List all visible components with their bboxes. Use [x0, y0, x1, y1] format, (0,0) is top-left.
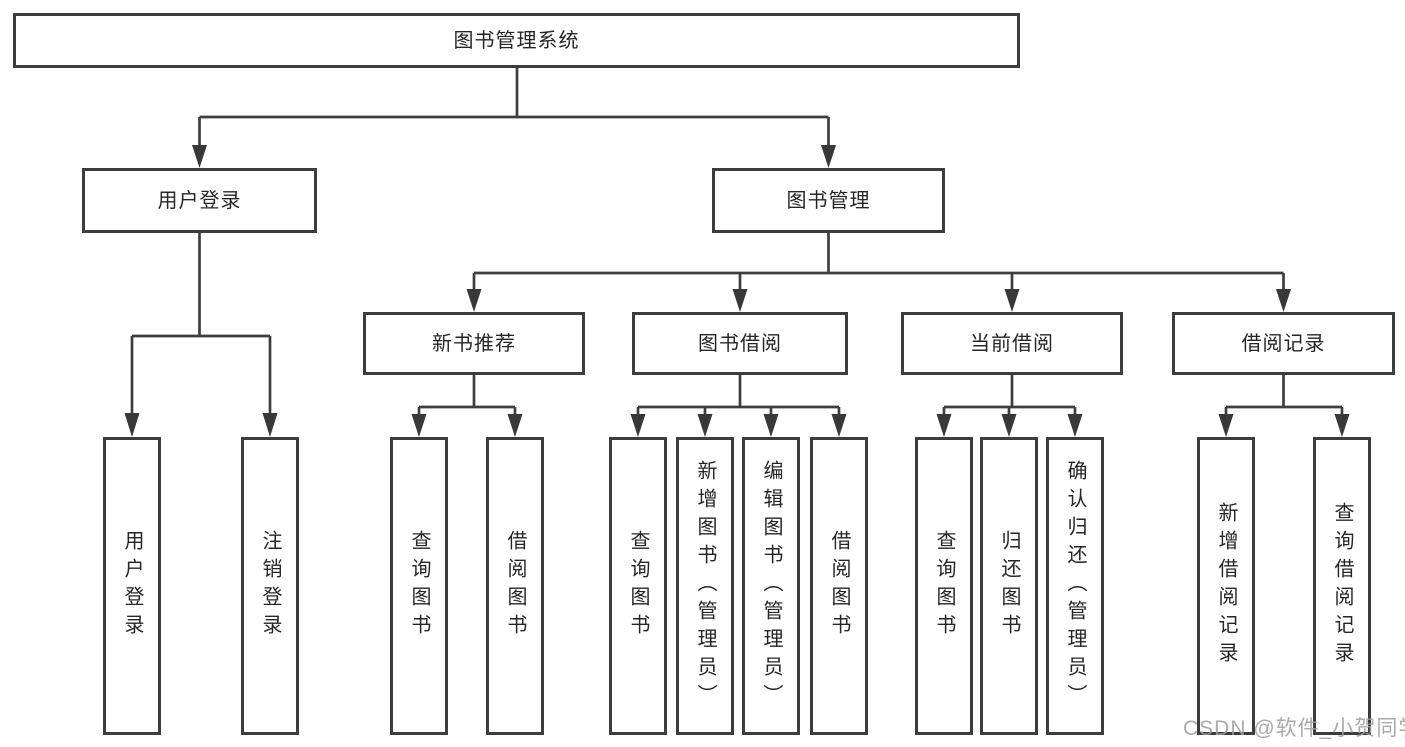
node-book-management: 图书管理 [712, 168, 945, 233]
node-new-book-recommendation: 新书推荐 [363, 312, 585, 375]
leaf-user-login: 用户登录 [103, 437, 161, 735]
connector-book-management-children [466, 233, 1291, 312]
leaf-query-books-recommendation: 查询图书 [390, 437, 448, 735]
leaf-return-books: 归还图书 [980, 437, 1038, 735]
connector-root-to-level2 [192, 68, 836, 168]
node-library-management-system: 图书管理系统 [13, 13, 1020, 68]
leaf-label: 新增图书（管理员） [694, 460, 716, 712]
node-label: 图书管理 [786, 189, 871, 212]
node-book-borrowing: 图书借阅 [632, 312, 848, 375]
leaf-query-books-borrowing: 查询图书 [609, 437, 667, 735]
leaf-borrow-books-recommendation: 借阅图书 [486, 437, 544, 735]
node-label: 用户登录 [157, 189, 242, 212]
leaf-label: 注销登录 [259, 530, 281, 642]
leaf-label: 查询图书 [627, 530, 649, 642]
node-label: 当前借阅 [970, 332, 1054, 355]
connector-recommendation-children [411, 375, 523, 437]
leaf-add-books-admin: 新增图书（管理员） [676, 437, 734, 735]
leaf-edit-books-admin: 编辑图书（管理员） [742, 437, 800, 735]
leaf-label: 查询图书 [408, 530, 430, 642]
connector-current-borrowing-children [936, 375, 1083, 437]
leaf-label: 查询借阅记录 [1331, 502, 1353, 670]
csdn-watermark: CSDN @软件_小贺同学 [1183, 717, 1405, 740]
leaf-label: 用户登录 [121, 530, 143, 642]
node-label: 借阅记录 [1241, 332, 1326, 355]
leaf-logout: 注销登录 [241, 437, 299, 735]
leaf-label: 确认归还（管理员） [1064, 460, 1086, 712]
leaf-confirm-return-admin: 确认归还（管理员） [1046, 437, 1104, 735]
leaf-borrow-books: 借阅图书 [810, 437, 868, 735]
node-user-login: 用户登录 [82, 168, 317, 233]
leaf-label: 归还图书 [998, 530, 1020, 642]
node-label: 图书借阅 [698, 332, 782, 355]
leaf-add-borrowing-record: 新增借阅记录 [1197, 437, 1255, 735]
leaf-query-books-current: 查询图书 [915, 437, 973, 735]
leaf-label: 新增借阅记录 [1215, 502, 1237, 670]
node-current-borrowing: 当前借阅 [901, 312, 1123, 375]
leaf-query-borrowing-record: 查询借阅记录 [1313, 437, 1371, 735]
connector-records-children [1218, 375, 1350, 437]
leaf-label: 借阅图书 [504, 530, 526, 642]
node-label: 图书管理系统 [453, 29, 580, 52]
leaf-label: 编辑图书（管理员） [760, 460, 782, 712]
leaf-label: 借阅图书 [828, 530, 850, 642]
leaf-label: 查询图书 [933, 530, 955, 642]
node-label: 新书推荐 [432, 332, 516, 355]
connector-user-login-children [124, 233, 278, 437]
node-borrowing-records: 借阅记录 [1172, 312, 1395, 375]
connector-borrowing-children [630, 375, 847, 437]
